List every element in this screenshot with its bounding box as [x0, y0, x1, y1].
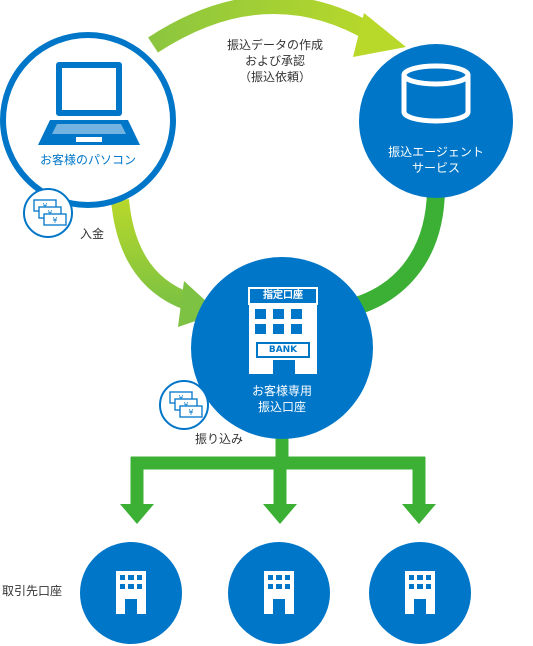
- transfer-label: 振り込み: [195, 432, 244, 446]
- building-icon: [264, 571, 294, 614]
- payee-account-node-1: [80, 542, 182, 644]
- transfer-distribution-arrows: [120, 416, 436, 524]
- payee-label: 取引先口座: [2, 584, 63, 598]
- payee-account-node-3: [369, 542, 471, 644]
- designated-account-node: [191, 257, 373, 439]
- bank-building-icon: [248, 287, 318, 374]
- flow-label-line-1: 振込データの作成: [226, 38, 323, 52]
- building-icon: [116, 571, 146, 614]
- flow-label: 振込データの作成 および承認 （振込依頼）: [215, 38, 335, 85]
- flow-arrow-pc-to-agent: [148, 0, 406, 57]
- designated-account-line-2: 振込口座: [257, 399, 306, 414]
- bank-sign: BANK: [268, 345, 298, 355]
- laptop-icon: [38, 62, 140, 145]
- customer-pc-node: [0, 32, 176, 208]
- agent-service-label: 振込エージェント サービス: [381, 145, 491, 177]
- payee-account-node-2: [228, 542, 330, 644]
- deposit-label: 入金: [80, 227, 105, 241]
- yen-bills-icon: [23, 188, 73, 238]
- yen-bills-icon: [159, 380, 209, 430]
- flow-label-line-3: （振込依頼）: [238, 69, 311, 84]
- designated-account-line-1: お客様専用: [251, 384, 312, 398]
- agent-service-line-1: 振込エージェント: [388, 145, 484, 159]
- flow-label-line-2: および承認: [244, 53, 305, 68]
- database-icon: [401, 63, 471, 124]
- agent-service-line-2: サービス: [411, 160, 460, 175]
- designated-account-label: お客様専用 振込口座: [227, 384, 337, 416]
- customer-pc-label: お客様のパソコン: [39, 153, 136, 167]
- agent-service-node: [359, 44, 513, 198]
- account-sign: 指定口座: [263, 290, 303, 301]
- building-icon: [405, 571, 435, 614]
